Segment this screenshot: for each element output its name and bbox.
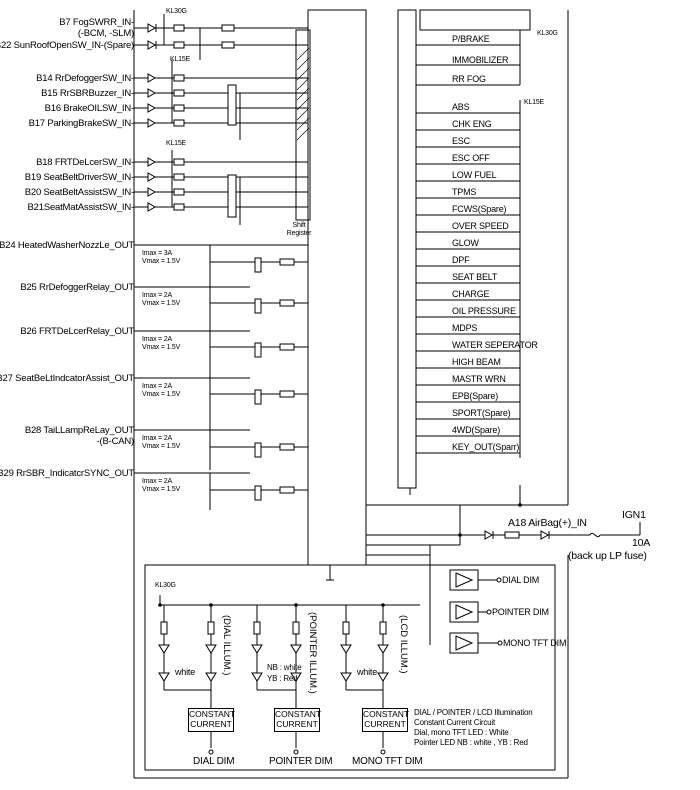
lamp-label: KEY_OUT(Sparr) xyxy=(452,442,520,452)
kl15e-label-lamps: KL15E xyxy=(524,99,545,106)
illumination-note: DIAL / POINTER / LCD Illumination Consta… xyxy=(414,708,533,747)
vmax-label: Vmax = 1.5V xyxy=(142,344,181,351)
nb-label: NB : white xyxy=(267,663,302,672)
fuse-label: 10A xyxy=(632,537,651,549)
ign1-label: IGN1 xyxy=(622,509,646,521)
vmax-label: Vmax = 1.5V xyxy=(142,486,181,493)
vmax-label: Vmax = 1.5V xyxy=(142,258,181,265)
fuse-note: (back up LP fuse) xyxy=(568,550,647,562)
input-label: (-BCM, -SLM) xyxy=(77,28,134,39)
lamp-label: HIGH BEAM xyxy=(452,357,501,367)
lamp-label: SPORT(Spare) xyxy=(452,408,511,418)
lamp-label: 4WD(Spare) xyxy=(452,425,501,435)
lamp-label: WATER SEPERATOR xyxy=(452,340,538,350)
input-label: B14 RrDefoggerSW_IN- xyxy=(36,73,134,84)
lamp-label: IMMOBILIZER xyxy=(452,55,509,65)
mono-tft-dim-label: MONO TFT DIM xyxy=(352,756,423,767)
lamp-label: LOW FUEL xyxy=(452,170,497,180)
mono-tft-dim-output: MONO TFT DIM xyxy=(503,638,567,648)
imax-label: Imax = 2A xyxy=(142,383,172,390)
vmax-label: Vmax = 1.5V xyxy=(142,300,181,307)
output-label: B27 SeatBeLtIndcatorAssist_OUT xyxy=(0,373,134,384)
airbag-label: A18 AirBag(+)_IN xyxy=(508,517,587,529)
pointer-dim-label: POINTER DIM xyxy=(269,756,333,767)
lamp-label: ESC OFF xyxy=(452,153,490,163)
input-label: B19 SeatBeltDriverSW_IN- xyxy=(24,172,134,183)
lamp-label: SEAT BELT xyxy=(452,272,498,282)
dial-dim-output: DIAL DIM xyxy=(502,575,540,585)
kl15e-label-2: KL15E xyxy=(166,140,187,147)
lamp-label: CHARGE xyxy=(452,289,490,299)
lamp-label: OVER SPEED xyxy=(452,221,509,231)
input-label: B16 BrakeOILSW_IN- xyxy=(44,103,135,114)
lamp-label: CHK ENG xyxy=(452,119,492,129)
lamp-label: RR FOG xyxy=(452,74,486,84)
output-label: B29 RrSBR_IndicatcrSYNC_OUT xyxy=(0,468,134,479)
lamp-label: TPMS xyxy=(452,187,477,197)
kl15e-label: KL15E xyxy=(170,56,191,63)
kl30g-label-lamps: KL30G xyxy=(537,30,558,37)
white-label: white xyxy=(175,667,196,677)
input-label: B21SeatMatAssistSW_IN- xyxy=(27,202,135,213)
vmax-label: Vmax = 1.5V xyxy=(142,391,181,398)
input-label: B20 SeatBeltAssistSW_IN- xyxy=(24,187,134,198)
imax-label: Imax = 2A xyxy=(142,292,172,299)
lamp-label: FCWS(Spare) xyxy=(452,204,507,214)
dial-dim-label: DIAL DIM xyxy=(193,756,235,767)
yb-label: YB : Red xyxy=(267,674,298,683)
output-label: B25 RrDefoggerRelay_OUT xyxy=(20,282,134,293)
kl30g-label-illum: KL30G xyxy=(155,582,176,589)
lamp-label: GLOW xyxy=(452,238,479,248)
output-label: B26 FRTDeLcerRelay_OUT xyxy=(20,326,134,337)
lamp-label: MDPS xyxy=(452,323,478,333)
dial-illum-label: (DIAL ILLUM.) xyxy=(221,615,232,676)
imax-label: Imax = 2A xyxy=(142,478,172,485)
lcd-illum-label: (LCD ILLUM.) xyxy=(398,615,409,674)
imax-label: Imax = 3A xyxy=(142,250,172,257)
input-label: B7 FogSWRR_IN- xyxy=(59,17,134,28)
input-label: B18 FRTDeLcerSW_IN- xyxy=(36,157,134,168)
pointer-illum-label: (POINTER ILLUM.) xyxy=(307,612,318,694)
output-label: B28 TaiLLampReLay_OUT xyxy=(24,425,134,436)
kl30g-label: KL30G xyxy=(166,8,187,15)
vmax-label: Vmax = 1.5V xyxy=(142,443,181,450)
lamp-label: MASTR WRN xyxy=(452,374,506,384)
lamp-label: EPB(Spare) xyxy=(452,391,499,401)
lamp-label: DPF xyxy=(452,255,470,265)
input-label: B17 ParkingBrakeSW_IN- xyxy=(28,118,135,129)
imax-label: Imax = 2A xyxy=(142,336,172,343)
pointer-dim-output: POINTER DIM xyxy=(492,607,549,617)
output-label: -(B-CAN) xyxy=(96,436,135,447)
lamp-label: ESC xyxy=(452,136,470,146)
input-label: B15 RrSBRBuzzer_IN- xyxy=(41,88,134,99)
input-label: B22 SunRoofOpenSW_IN-(Spare) xyxy=(0,40,134,51)
lamp-label: ABS xyxy=(452,102,470,112)
lamp-label: P/BRAKE xyxy=(452,34,490,44)
output-label: B24 HeatedWasherNozzLe_OUT xyxy=(0,240,134,251)
lamp-label: OIL PRESSURE xyxy=(452,306,516,316)
white-label-lcd: white xyxy=(357,667,378,677)
imax-label: Imax = 2A xyxy=(142,435,172,442)
